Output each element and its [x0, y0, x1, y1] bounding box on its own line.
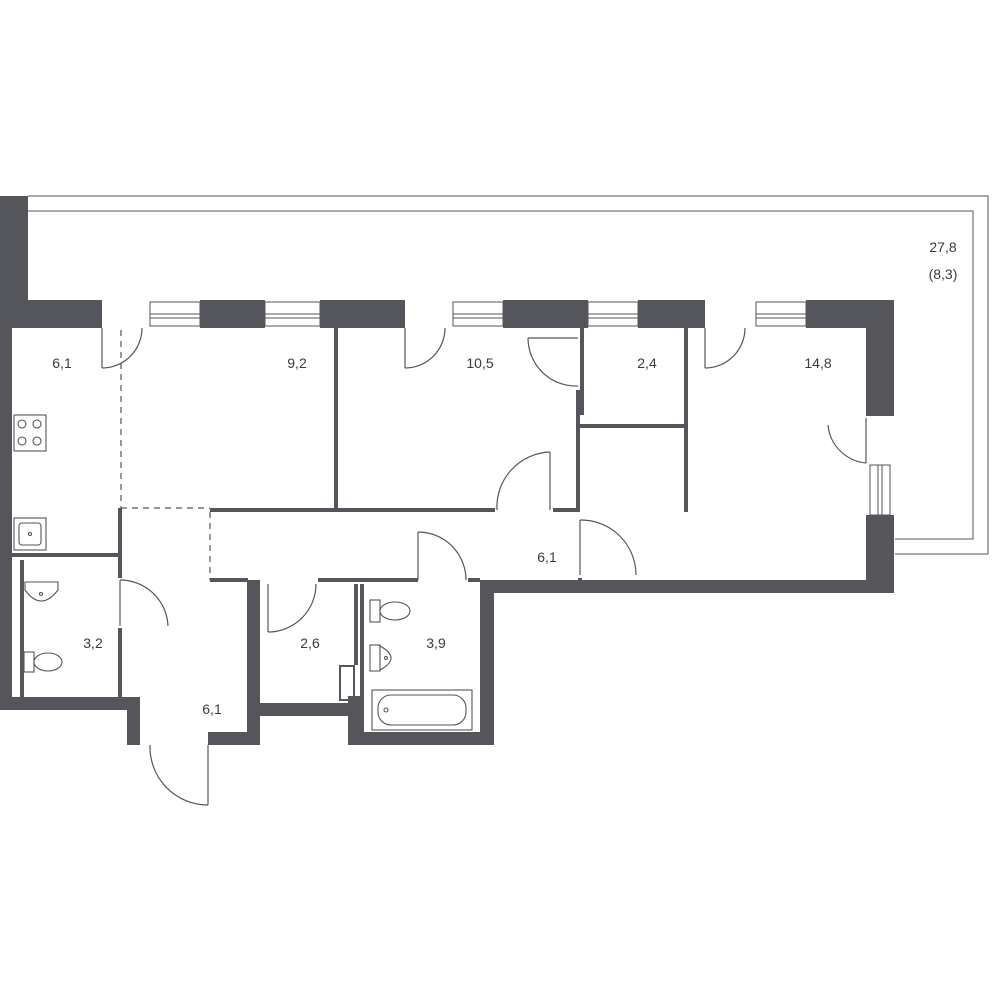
- door-balcony-kitchen: [101, 327, 143, 369]
- door-terrace: [827, 418, 867, 464]
- label-room-14-8: 14,8: [804, 355, 831, 371]
- kitchen-sink: [13, 517, 47, 551]
- window-terrace-side: [869, 464, 891, 516]
- washbasin-tub-bath: [369, 644, 392, 672]
- door-room-10-5: [404, 327, 446, 369]
- washbasin-small-bath: [24, 581, 59, 602]
- outer-walls: [0, 196, 894, 745]
- terrace-outline: [28, 195, 989, 555]
- label-room-10-5: 10,5: [466, 355, 493, 371]
- door-bathroom-small: [119, 579, 169, 627]
- zone-separators: [120, 330, 211, 580]
- window-4: [587, 301, 639, 327]
- label-bathroom-small: 3,2: [83, 635, 103, 651]
- kitchen-stove: [13, 414, 47, 452]
- doors: [101, 327, 867, 806]
- window-5: [755, 301, 807, 327]
- door-closet-2-4: [527, 337, 579, 387]
- door-room-14-8-corridor: [579, 519, 637, 576]
- room-labels: 6,1 9,2 10,5 2,4 14,8 27,8 (8,3) 6,1 3,2…: [52, 239, 957, 717]
- label-terrace-area: 27,8: [929, 239, 956, 255]
- toilet-small-bath: [23, 651, 63, 673]
- label-corridor: 6,1: [537, 549, 557, 565]
- window-3: [452, 301, 504, 327]
- window-2: [264, 301, 321, 327]
- label-bathroom-tub: 3,9: [426, 635, 446, 651]
- door-room-14-8-balcony: [704, 327, 746, 369]
- door-storage: [267, 583, 317, 633]
- door-entrance: [149, 744, 209, 806]
- label-entrance-hall: 6,1: [202, 701, 222, 717]
- door-room-10-5-corridor: [496, 451, 551, 511]
- label-closet-2-4: 2,4: [637, 355, 657, 371]
- label-kitchen: 6,1: [52, 355, 72, 371]
- window-1: [149, 301, 201, 327]
- interior-walls: [12, 328, 688, 732]
- label-storage: 2,6: [300, 635, 320, 651]
- windows: [149, 301, 891, 516]
- toilet-tub-bath: [369, 599, 411, 623]
- label-room-9-2: 9,2: [287, 355, 307, 371]
- door-bathroom-tub: [417, 531, 467, 581]
- label-terrace-reduced: (8,3): [929, 266, 958, 282]
- bathtub: [371, 689, 473, 731]
